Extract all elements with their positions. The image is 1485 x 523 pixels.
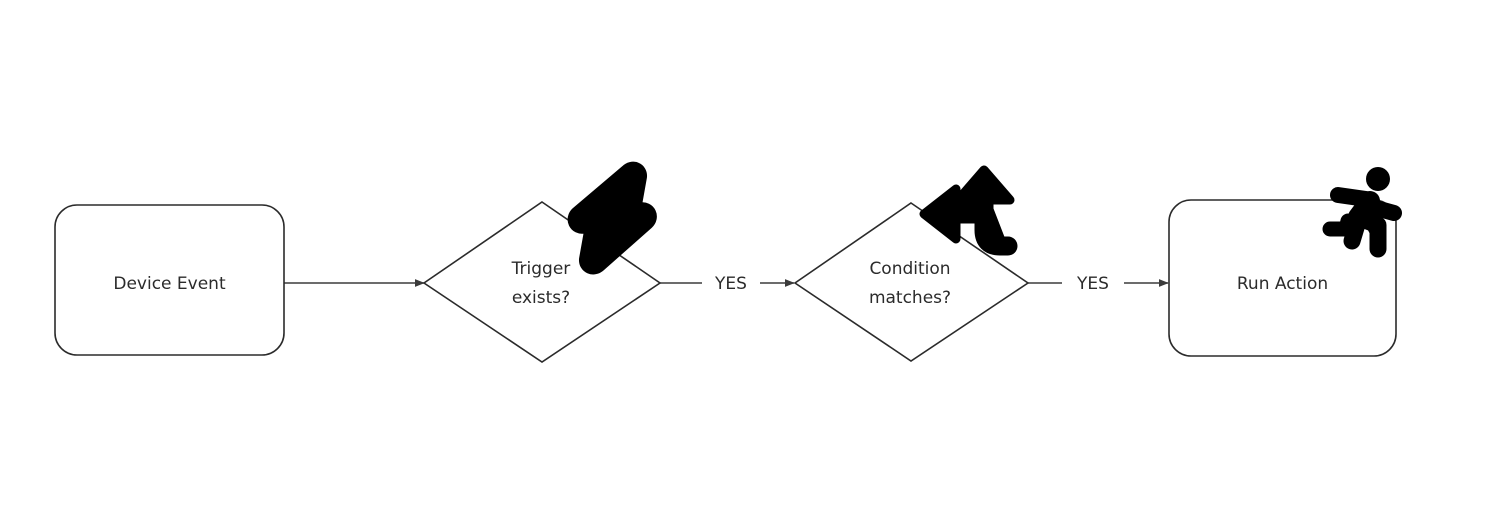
edge-trigger-to-condition: YES [660,274,795,294]
run-action-label: Run Action [1237,274,1328,294]
trigger-exists-label-line1: Trigger [511,259,571,279]
lightning-bolt-icon [567,161,657,275]
node-trigger-exists[interactable]: Trigger exists? [422,161,662,363]
node-condition-matches[interactable]: Condition matches? [793,165,1030,362]
device-event-label: Device Event [113,274,226,294]
condition-matches-diamond[interactable] [793,202,1030,362]
edge-label-yes-2: YES [1076,274,1109,294]
branch-arrow-icon [919,165,1018,256]
condition-matches-label-line1: Condition [869,259,950,279]
node-device-event[interactable]: Device Event [54,204,285,356]
condition-matches-label-line2: matches? [869,288,951,308]
device-event-box[interactable] [54,204,285,356]
trigger-exists-diamond[interactable] [422,201,662,363]
node-run-action[interactable]: Run Action [1168,167,1402,357]
edge-label-yes-1: YES [714,274,747,294]
run-action-box[interactable] [1168,199,1397,357]
trigger-exists-label-line2: exists? [512,288,570,308]
running-person-icon [1322,167,1402,258]
edge-condition-to-run-action: YES [1028,274,1169,294]
